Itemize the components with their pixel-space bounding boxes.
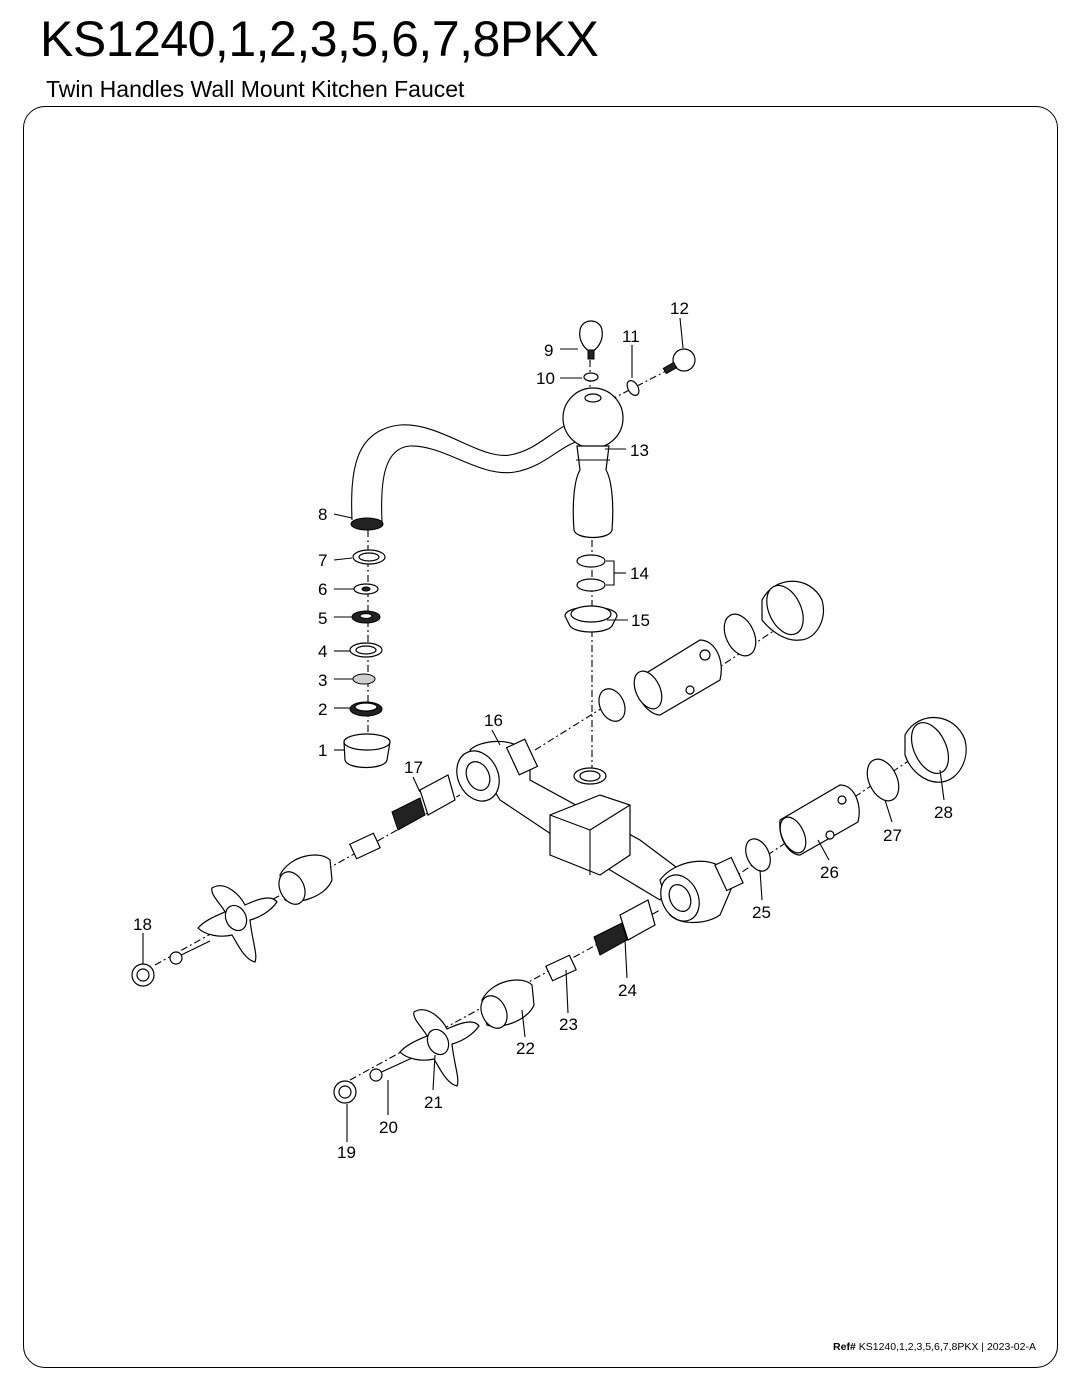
page-title: KS1240,1,2,3,5,6,7,8PKX	[40, 11, 599, 67]
aerator-stack	[343, 549, 391, 769]
reference-value: KS1240,1,2,3,5,6,7,8PKX | 2023-02-A	[858, 1341, 1036, 1353]
callout-27: 27	[883, 826, 902, 845]
spout-part	[350, 419, 583, 531]
leader-lines	[142, 317, 945, 1142]
callout-6: 6	[318, 580, 327, 599]
callout-10: 10	[536, 369, 555, 388]
callout-19: 19	[337, 1143, 356, 1162]
callout-26: 26	[820, 863, 839, 882]
callout-12: 12	[670, 299, 689, 318]
manifold-body-part	[456, 738, 744, 924]
callout-numbers: 1 2 3 4 5 6 7 8 9 10 11 12 13 14 15 16 1…	[133, 299, 953, 1162]
callout-23: 23	[559, 1015, 578, 1034]
callout-16: 16	[484, 711, 503, 730]
page-subtitle: Twin Handles Wall Mount Kitchen Faucet	[46, 76, 465, 102]
small-ring-part	[583, 372, 599, 382]
callout-4: 4	[318, 642, 327, 661]
upper-nut-part	[598, 580, 824, 722]
spout-body-part	[562, 387, 624, 539]
callout-9: 9	[544, 341, 553, 360]
callout-17: 17	[404, 758, 423, 777]
callout-22: 22	[516, 1039, 535, 1058]
center-lines	[154, 360, 911, 1081]
callout-14: 14	[630, 564, 649, 583]
callout-13: 13	[630, 441, 649, 460]
lower-cartridge-part	[333, 899, 656, 1104]
callout-3: 3	[318, 671, 327, 690]
washer-part	[626, 380, 640, 396]
callout-1: 1	[318, 741, 327, 760]
reference-footer: Ref# KS1240,1,2,3,5,6,7,8PKX | 2023-02-A	[833, 1341, 1036, 1353]
lower-nut-part	[745, 717, 967, 872]
o-rings-part	[576, 554, 626, 592]
callout-11: 11	[622, 327, 640, 346]
callout-7: 7	[318, 551, 327, 570]
callout-8: 8	[318, 505, 327, 524]
callout-5: 5	[318, 609, 327, 628]
upper-cartridge-part	[131, 774, 456, 987]
callout-25: 25	[752, 903, 771, 922]
callout-21: 21	[424, 1093, 443, 1112]
reference-label: Ref#	[833, 1341, 856, 1353]
callout-28: 28	[934, 803, 953, 822]
top-knob-part	[579, 320, 603, 360]
callout-2: 2	[318, 700, 327, 719]
drawing-frame	[23, 106, 1058, 1368]
callout-24: 24	[618, 981, 637, 1000]
callout-20: 20	[379, 1118, 398, 1137]
end-knob-part	[662, 348, 696, 375]
callout-15: 15	[631, 611, 650, 630]
callout-18: 18	[133, 915, 152, 934]
base-flange-part	[564, 605, 618, 633]
